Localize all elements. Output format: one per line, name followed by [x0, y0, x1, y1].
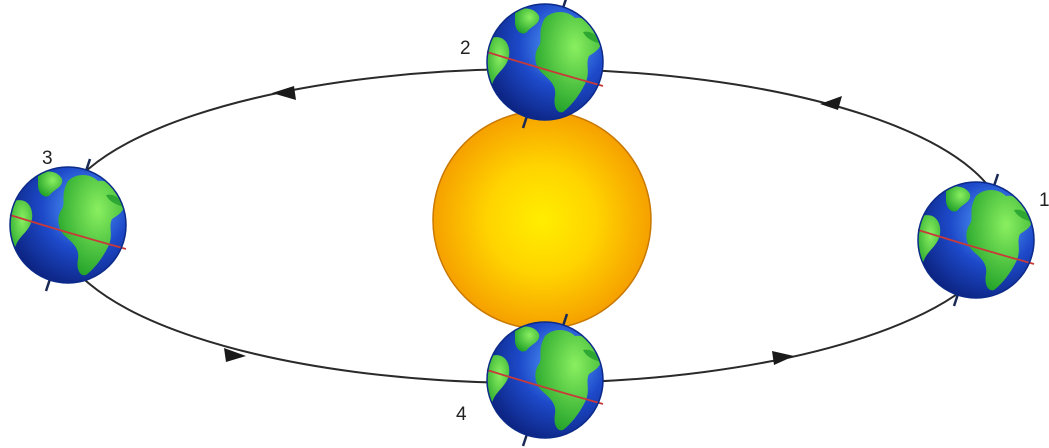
position-label-1: 1	[1039, 190, 1049, 211]
arrow-bottom-right	[772, 351, 794, 365]
sun-icon	[432, 110, 652, 330]
arrow-top-right	[820, 96, 842, 110]
arrow-bottom-left	[224, 348, 246, 362]
position-label-3: 3	[42, 148, 53, 169]
earth-position-3-icon	[8, 159, 126, 291]
earth-position-1-icon	[916, 174, 1034, 306]
position-label-2: 2	[460, 38, 471, 59]
position-label-4: 4	[456, 404, 467, 425]
arrow-top-left	[272, 86, 296, 100]
earth-position-4-icon	[485, 314, 603, 446]
earth-position-2-icon	[485, 0, 603, 128]
